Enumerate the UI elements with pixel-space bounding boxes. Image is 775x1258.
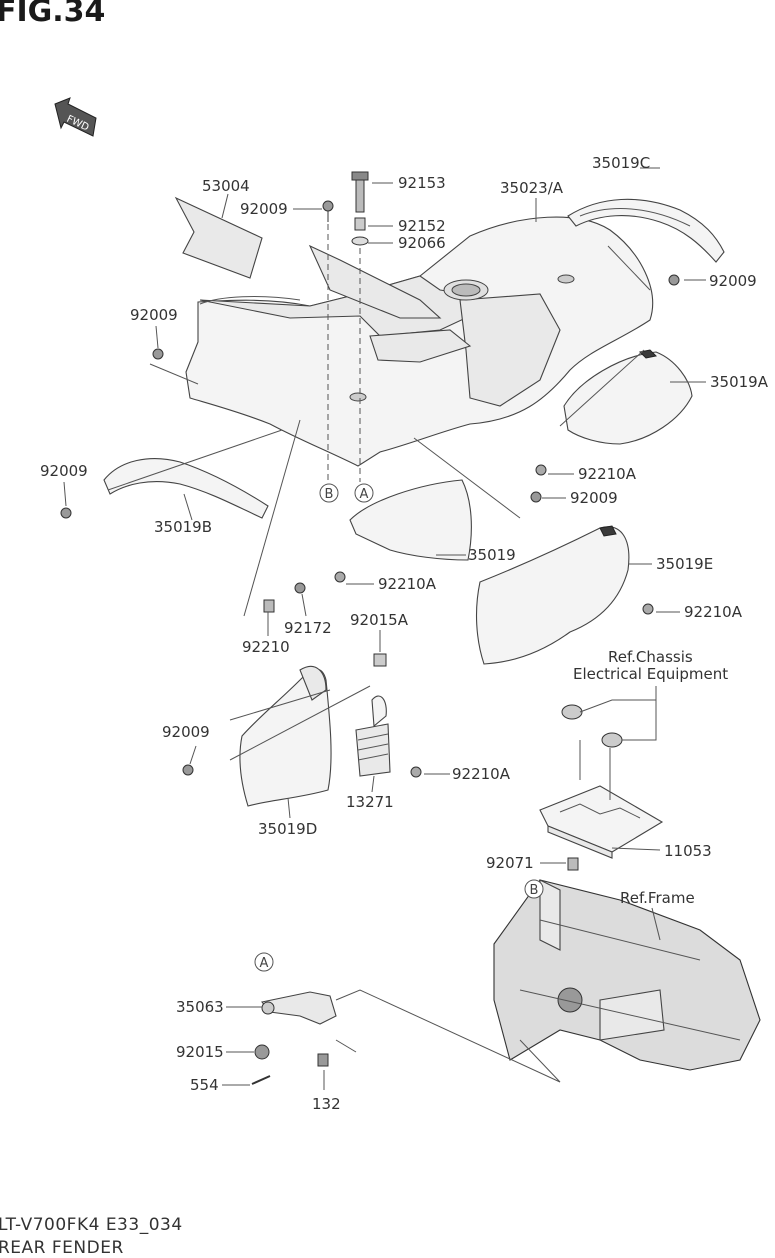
callout-92009-right: 92009 — [709, 272, 757, 290]
callout-554: 554 — [190, 1076, 219, 1094]
callout-35019B: 35019B — [154, 518, 212, 536]
callout-92210A-4: 92210A — [452, 765, 511, 783]
callout-35023A: 35023/A — [500, 179, 564, 197]
callout-35019A: 35019A — [710, 373, 769, 391]
callout-35019: 35019 — [468, 546, 516, 564]
marker-b-frame-text: B — [530, 883, 539, 898]
callout-35019E: 35019E — [656, 555, 713, 573]
fastener-92009-left — [152, 348, 164, 360]
part-35019A-guard — [563, 349, 693, 445]
part-35019E-mudguard — [475, 525, 630, 665]
part-35063-bracket — [261, 991, 337, 1025]
marker-a-top: A — [354, 483, 374, 503]
callout-92210A-1: 92210A — [578, 465, 637, 483]
ref-chassis-line2: Electrical Equipment — [573, 665, 728, 683]
callout-11053: 11053 — [664, 842, 712, 860]
ref-chassis-line1: Ref.Chassis — [608, 648, 693, 666]
fastener-132 — [317, 1053, 329, 1067]
part-53004-flap — [174, 196, 263, 279]
callout-35019C: 35019C — [592, 154, 650, 172]
fastener-92210A-2 — [334, 571, 346, 583]
leader-lines — [63, 167, 706, 1090]
part-13271-bracket — [355, 695, 391, 777]
fastener-92210 — [263, 599, 275, 613]
marker-b-top-text: B — [325, 487, 334, 502]
marker-a-top-text: A — [360, 487, 369, 502]
fastener-92009-lower — [182, 764, 194, 776]
fastener-92071 — [567, 857, 579, 871]
part-35019C-trim — [567, 198, 725, 263]
fastener-554-pin — [251, 1075, 271, 1085]
callout-92210A-3: 92210A — [684, 603, 743, 621]
callout-53004: 53004 — [202, 177, 250, 195]
callout-92152: 92152 — [398, 217, 446, 235]
figure-title: FIG.34 — [0, 0, 106, 29]
callout-92210: 92210 — [242, 638, 290, 656]
fastener-92210A-1 — [535, 464, 547, 476]
fastener-92172 — [294, 582, 306, 594]
callout-92009-lower: 92009 — [162, 723, 210, 741]
callout-92009-center: 92009 — [570, 489, 618, 507]
part-frame — [493, 879, 761, 1071]
fastener-92066-washer — [351, 236, 369, 246]
part-35019D-guard — [239, 665, 332, 807]
marker-a-bottom-text: A — [260, 956, 269, 971]
callout-92009-mid-left: 92009 — [40, 462, 88, 480]
callout-92153: 92153 — [398, 174, 446, 192]
marker-b-frame: B — [524, 879, 544, 899]
callout-92009-left: 92009 — [130, 306, 178, 324]
fastener-92015A — [373, 653, 387, 667]
marker-b-top: B — [319, 483, 339, 503]
fastener-92210A-3 — [642, 603, 654, 615]
callout-92009-top: 92009 — [240, 200, 288, 218]
fastener-92210A-4 — [410, 766, 422, 778]
marker-a-bottom: A — [254, 952, 274, 972]
part-35023-rear-fender — [185, 216, 654, 467]
callout-35063: 35063 — [176, 998, 224, 1016]
callout-132: 132 — [312, 1095, 341, 1113]
footer-model-line: LT-V700FK4 E33_034 — [0, 1215, 183, 1235]
callout-13271: 13271 — [346, 793, 394, 811]
callout-92172: 92172 — [284, 619, 332, 637]
fastener-92153-bolt — [351, 171, 369, 213]
footer-section-line: REAR FENDER — [0, 1238, 124, 1258]
callout-92015A: 92015A — [350, 611, 409, 629]
callout-92015: 92015 — [176, 1043, 224, 1061]
fastener-92152-collar — [354, 217, 366, 231]
callout-92210A-2: 92210A — [378, 575, 437, 593]
ref-frame: Ref.Frame — [620, 889, 695, 907]
callout-35019D: 35019D — [258, 820, 317, 838]
fwd-arrow-icon: FWD — [54, 97, 97, 137]
fastener-92009-center — [530, 491, 542, 503]
part-35019B-trim — [103, 458, 269, 519]
fastener-92009-top — [322, 200, 334, 222]
part-11053-battery-tray — [539, 785, 664, 859]
fastener-92009-right — [668, 274, 680, 286]
callout-92066: 92066 — [398, 234, 446, 252]
connector-chassis-1 — [561, 704, 583, 720]
fastener-92015 — [254, 1044, 270, 1060]
fastener-92009-mid-left — [60, 507, 72, 519]
part-35019-mudflap — [349, 479, 472, 561]
connector-chassis-2 — [601, 732, 623, 748]
callout-92071: 92071 — [486, 854, 534, 872]
